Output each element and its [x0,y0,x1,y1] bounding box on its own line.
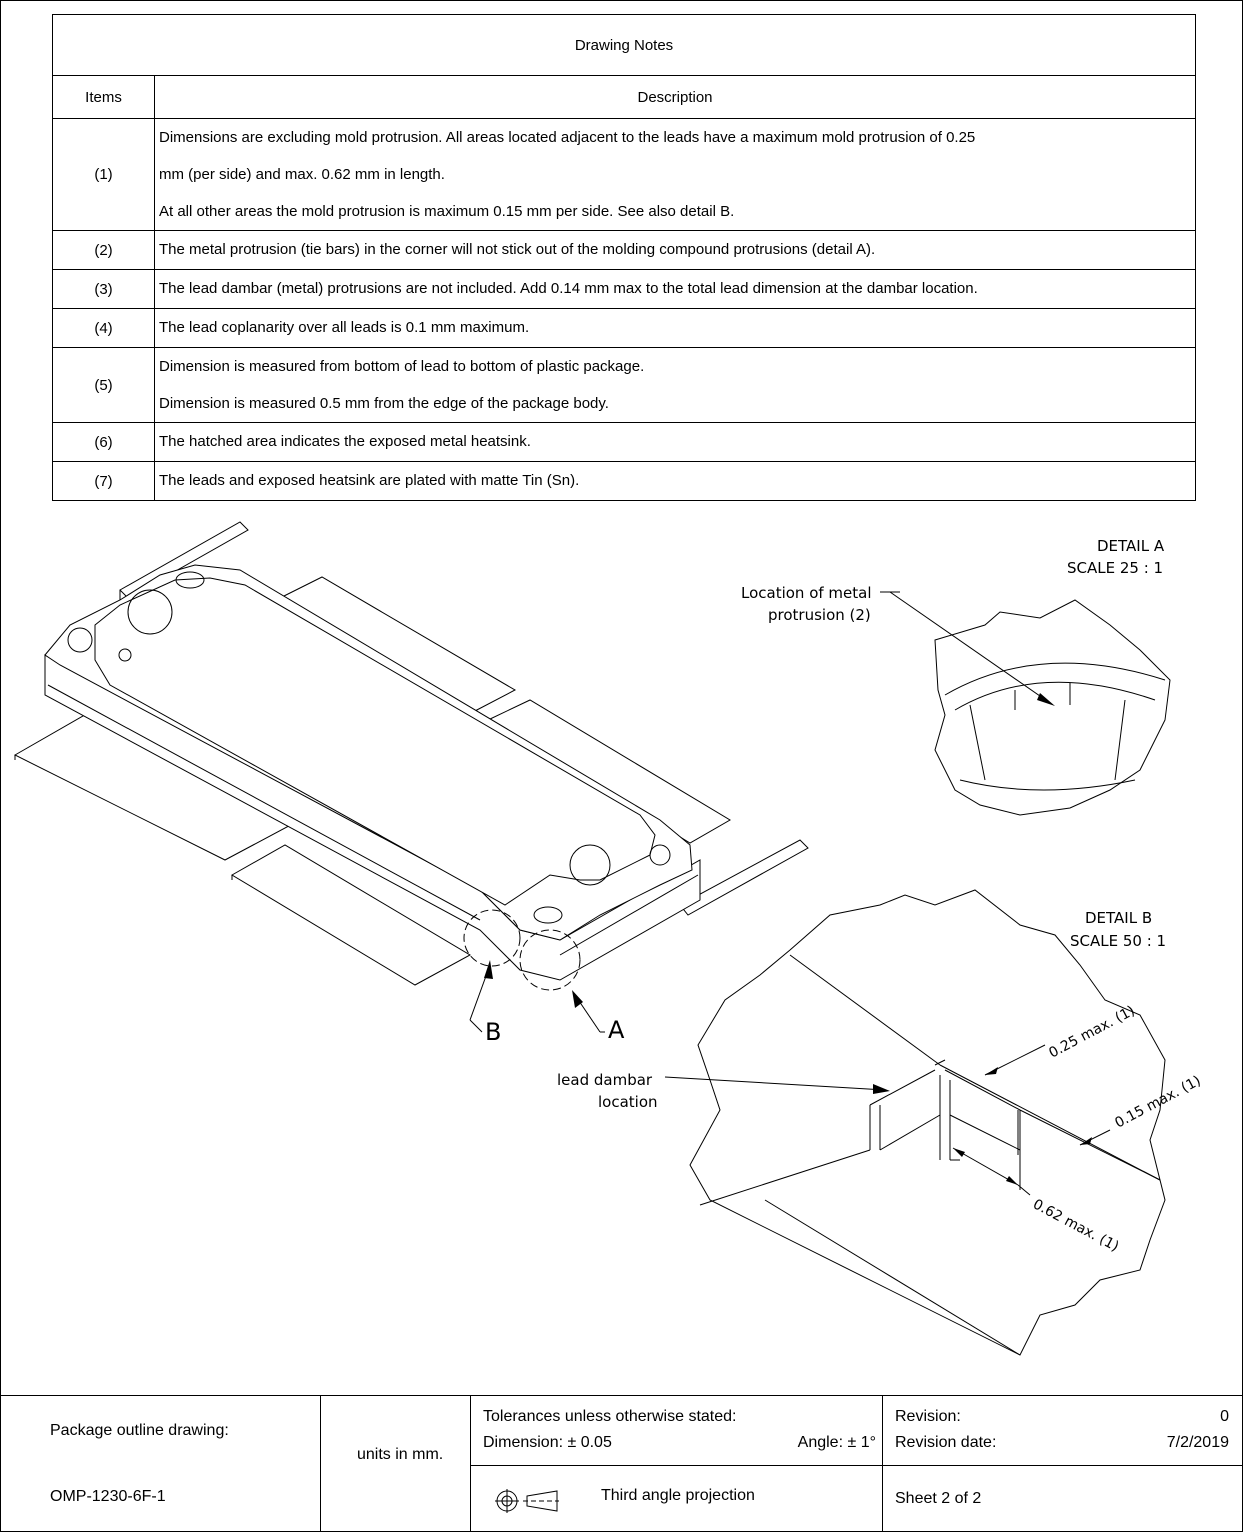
note-line: Dimension is measured from bottom of lea… [159,358,645,375]
note-item: (7) [52,461,155,501]
note-row-1: (1) Dimensions are excluding mold protru… [52,118,1196,231]
note-line: The lead dambar (metal) protrusions are … [159,280,978,297]
note-line: Dimension is measured 0.5 mm from the ed… [159,395,609,412]
note-row-5: (5) Dimension is measured from bottom of… [52,347,1196,423]
note-line: The leads and exposed heatsink are plate… [159,472,580,489]
drawing-notes-table: Drawing Notes Items Description (1) Dime… [52,14,1196,501]
isometric-package-view [13,521,809,1033]
note-row-4: (4) The lead coplanarity over all leads … [52,308,1196,348]
sheet-number: Sheet 2 of 2 [895,1490,982,1507]
dimension-tolerance: Dimension: ± 0.05 [483,1434,612,1451]
column-header-items: Items [52,75,155,119]
package-drawing: B A DETAIL A SCALE 25 : 1 Location of me… [13,521,1204,1356]
dambar-label: lead dambar [557,1071,653,1089]
package-cell: Package outline drawing: OMP-1230-6F-1 [0,1395,320,1532]
title-block: Package outline drawing: OMP-1230-6F-1 u… [0,1395,1243,1532]
detail-b-scale: SCALE 50 : 1 [1070,932,1166,950]
note-description: Dimensions are excluding mold protrusion… [154,118,1196,231]
detail-a-title: DETAIL A [1097,537,1165,555]
detail-a-label: Location of metal [741,584,872,602]
revision-label: Revision: [895,1408,961,1425]
detail-b-view [664,889,1166,1356]
note-line: mm (per side) and max. 0.62 mm in length… [159,166,445,183]
mounting-hole [127,589,173,635]
revision-value: 0 [1220,1408,1229,1425]
note-item: (6) [52,422,155,462]
dambar-label: location [598,1093,658,1111]
note-line: At all other areas the mold protrusion i… [159,203,735,220]
units-text: units in mm. [357,1446,444,1463]
column-header-description: Description [154,75,1196,119]
projection-cell: Third angle projection [470,1465,882,1532]
angle-tolerance: Angle: ± 1° [797,1434,876,1451]
units-cell: units in mm. [320,1395,470,1532]
detail-a-circle [519,929,581,991]
detail-b-title: DETAIL B [1085,909,1152,927]
third-angle-projection-icon [495,1489,559,1513]
callout-a: A [608,1016,625,1044]
note-row-3: (3) The lead dambar (metal) protrusions … [52,269,1196,309]
note-row-6: (6) The hatched area indicates the expos… [52,422,1196,462]
note-item: (2) [52,230,155,270]
package-label: Package outline drawing: [50,1422,229,1439]
lead-plate [231,844,472,986]
revision-date-value: 7/2/2019 [1166,1434,1229,1451]
note-line: The hatched area indicates the exposed m… [159,433,531,450]
sheet-cell: Sheet 2 of 2 [882,1465,1243,1532]
package-id: OMP-1230-6F-1 [50,1488,166,1505]
note-line: Dimensions are excluding mold protrusion… [159,129,976,146]
callout-b: B [485,1018,501,1046]
tolerance-label: Tolerances unless otherwise stated: [483,1408,737,1425]
revision-date-label: Revision date: [895,1434,997,1451]
tolerance-cell: Tolerances unless otherwise stated: Dime… [470,1395,882,1465]
detail-a-view [880,591,1171,816]
note-row-7: (7) The leads and exposed heatsink are p… [52,461,1196,501]
projection-text: Third angle projection [601,1487,755,1504]
note-line: The lead coplanarity over all leads is 0… [159,319,530,336]
detail-b-circle [463,909,521,967]
detail-a-scale: SCALE 25 : 1 [1067,559,1163,577]
note-line: The metal protrusion (tie bars) in the c… [159,241,876,258]
detail-a-label: protrusion (2) [768,606,871,624]
note-row-2: (2) The metal protrusion (tie bars) in t… [52,230,1196,270]
revision-cell: Revision: 0 Revision date: 7/2/2019 [882,1395,1243,1465]
mounting-hole [569,844,611,886]
note-item: (5) [52,347,155,423]
